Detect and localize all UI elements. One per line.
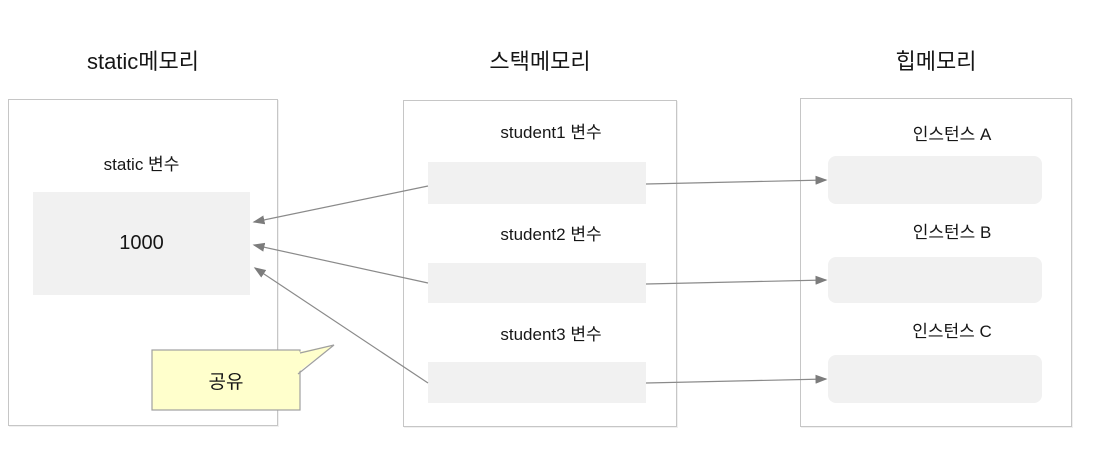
stack-item-label-student2: student2 변수 [500,225,602,244]
stack-item-slot-student3 [428,362,646,403]
heap-instance-slot-c [828,355,1042,403]
heap-instance-slot-a [828,156,1042,204]
share-callout-text: 공유 [208,371,244,393]
share-callout-tail-border [297,344,335,375]
stack-item-slot-student1 [428,162,646,204]
stack-item-label-student1: student1 변수 [500,123,602,142]
heap-instance-label-c: 인스턴스 C [912,322,992,341]
static-var-slot: 1000 [33,192,250,295]
stack-memory-title: 스택메모리 [489,49,591,74]
arrow-student1-to-static [252,185,429,225]
heap-memory-title: 힙메모리 [895,49,977,74]
heap-instance-label-b: 인스턴스 B [912,223,992,242]
share-callout-tail [297,345,334,373]
heap-instance-slot-b [828,257,1042,303]
arrow-student2-to-static [252,242,429,284]
static-var-label: static 변수 [103,155,180,174]
stack-item-label-student3: student3 변수 [500,325,602,344]
stack-item-slot-student2 [428,263,646,303]
heap-instance-label-a: 인스턴스 A [912,125,992,144]
static-var-value: 1000 [119,232,164,254]
static-memory-title: static메모리 [86,49,200,74]
